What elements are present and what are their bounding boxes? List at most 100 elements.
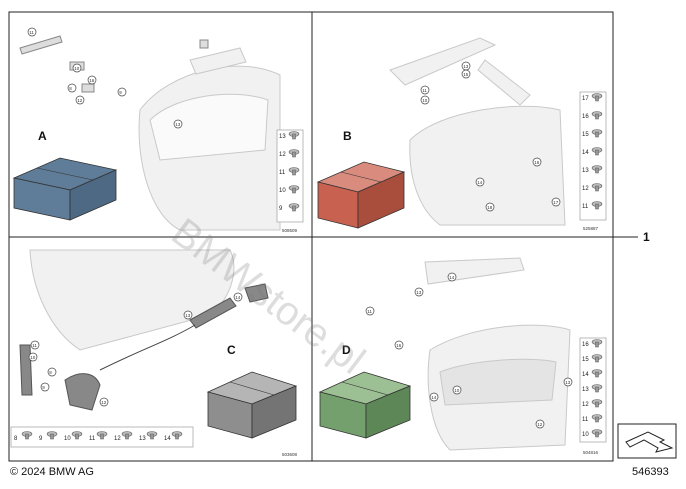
copyright-text: © 2024 BMW AG xyxy=(10,466,94,478)
ref-number-a: 508509 xyxy=(282,228,298,233)
kit-letter-b: B xyxy=(343,129,352,143)
part-callout-label: 11 xyxy=(422,88,427,93)
callout-circle xyxy=(447,272,457,282)
callout-circle xyxy=(365,306,375,316)
fastener-icon xyxy=(591,93,603,102)
part-callout-label: 12 xyxy=(101,400,107,405)
fastener-icon xyxy=(46,431,58,440)
part-callout-label: 13 xyxy=(565,380,571,385)
part-callout-label: 16 xyxy=(534,160,540,165)
part-callout-label: 14 xyxy=(235,295,241,300)
legend-number: 14 xyxy=(164,436,171,442)
callout-circle xyxy=(30,340,40,350)
fastener-icon xyxy=(146,431,158,440)
part-callout-label: 16 xyxy=(89,78,95,83)
legend-number: 10 xyxy=(64,436,71,442)
kit-box-d-side xyxy=(365,385,411,439)
legend-number: 15 xyxy=(582,132,589,138)
legend-number: 16 xyxy=(582,342,589,348)
part-callout-label: 14 xyxy=(449,275,455,280)
nav-arrow-icon[interactable] xyxy=(617,423,677,459)
fastener-icon xyxy=(171,431,183,440)
kit-letter-a: A xyxy=(38,129,47,143)
fastener-icon xyxy=(591,201,603,210)
legend-number: 11 xyxy=(89,436,96,442)
legend-number: 14 xyxy=(582,150,589,156)
part-callout-label: 12 xyxy=(537,422,543,427)
legend-b-frame xyxy=(579,91,607,221)
part-callout-label: 13 xyxy=(416,290,422,295)
part-callout-label: 12 xyxy=(77,98,83,103)
fastener-icon xyxy=(591,399,603,408)
part-callout-label: 11 xyxy=(29,30,34,35)
fastener-icon xyxy=(591,369,603,378)
part-callout-label: 16 xyxy=(396,343,402,348)
fastener-icon xyxy=(591,165,603,174)
callout-circle xyxy=(485,202,495,212)
panel-a-tailgate xyxy=(138,47,281,231)
callout-circle xyxy=(183,310,193,320)
fastener-icon xyxy=(288,185,300,194)
callout-circle xyxy=(563,377,573,387)
fastener-icon xyxy=(591,429,603,438)
ref-number-c: 503608 xyxy=(282,452,298,457)
fastener-icon xyxy=(121,431,133,440)
legend-number: 16 xyxy=(582,114,589,120)
kit-box-c-side xyxy=(251,385,297,439)
legend-number: 14 xyxy=(582,372,589,378)
callout-circle xyxy=(99,397,109,407)
legend-number: 12 xyxy=(582,402,589,408)
kit-box-a: A xyxy=(12,129,118,221)
fastener-icon xyxy=(288,167,300,176)
part-callout-label: 15 xyxy=(463,72,469,77)
callout-circle xyxy=(452,385,462,395)
callout-circle xyxy=(28,352,38,362)
fastener-icon xyxy=(21,431,33,440)
legend-number: 11 xyxy=(582,417,589,423)
fastener-icon xyxy=(591,111,603,120)
kit-box-b: B xyxy=(316,129,406,229)
callout-circle xyxy=(72,63,82,73)
part-callout-label: 11 xyxy=(367,309,372,314)
part-callout-label: 13 xyxy=(463,64,469,69)
panel-b-tailgate xyxy=(389,37,566,226)
callout-circle xyxy=(75,95,85,105)
legend-number: 13 xyxy=(582,168,589,174)
callout-circle xyxy=(40,382,50,392)
part-callout-label: 11 xyxy=(32,343,37,348)
part-callout-label: 9 xyxy=(119,90,122,95)
panel-c-parts xyxy=(19,283,269,411)
part-callout-label: 14 xyxy=(477,180,483,185)
callout-circle xyxy=(47,367,57,377)
callout-circle xyxy=(414,287,424,297)
kit-box-b-side xyxy=(357,171,405,229)
part-callout-label: 17 xyxy=(553,200,559,205)
legend-number: 12 xyxy=(114,436,121,442)
callout-circle xyxy=(429,392,439,402)
callout-circle xyxy=(551,197,561,207)
callout-circle xyxy=(420,95,430,105)
part-callout-label: 10 xyxy=(454,388,460,393)
part-callout-label: 18 xyxy=(487,205,493,210)
callout-circle xyxy=(420,85,430,95)
legend-number: 15 xyxy=(582,357,589,363)
part-callout-label: 14 xyxy=(431,395,437,400)
fastener-icon xyxy=(591,183,603,192)
fastener-icon xyxy=(591,414,603,423)
fastener-icon xyxy=(96,431,108,440)
legend-number: 11 xyxy=(279,170,286,176)
part-callout-label: 8 xyxy=(49,370,52,375)
legend-number: 12 xyxy=(582,186,589,192)
part-callout-label: 13 xyxy=(175,122,181,127)
part-callout-label: 8 xyxy=(69,86,72,91)
callout-circle xyxy=(532,157,542,167)
callout-circle xyxy=(394,340,404,350)
part-callout-label: 10 xyxy=(74,66,80,71)
kit-letter-d: D xyxy=(342,343,351,357)
kit-box-c: C xyxy=(206,343,298,439)
callout-circle xyxy=(117,87,127,97)
callout-circle xyxy=(173,119,183,129)
fastener-icon xyxy=(591,129,603,138)
